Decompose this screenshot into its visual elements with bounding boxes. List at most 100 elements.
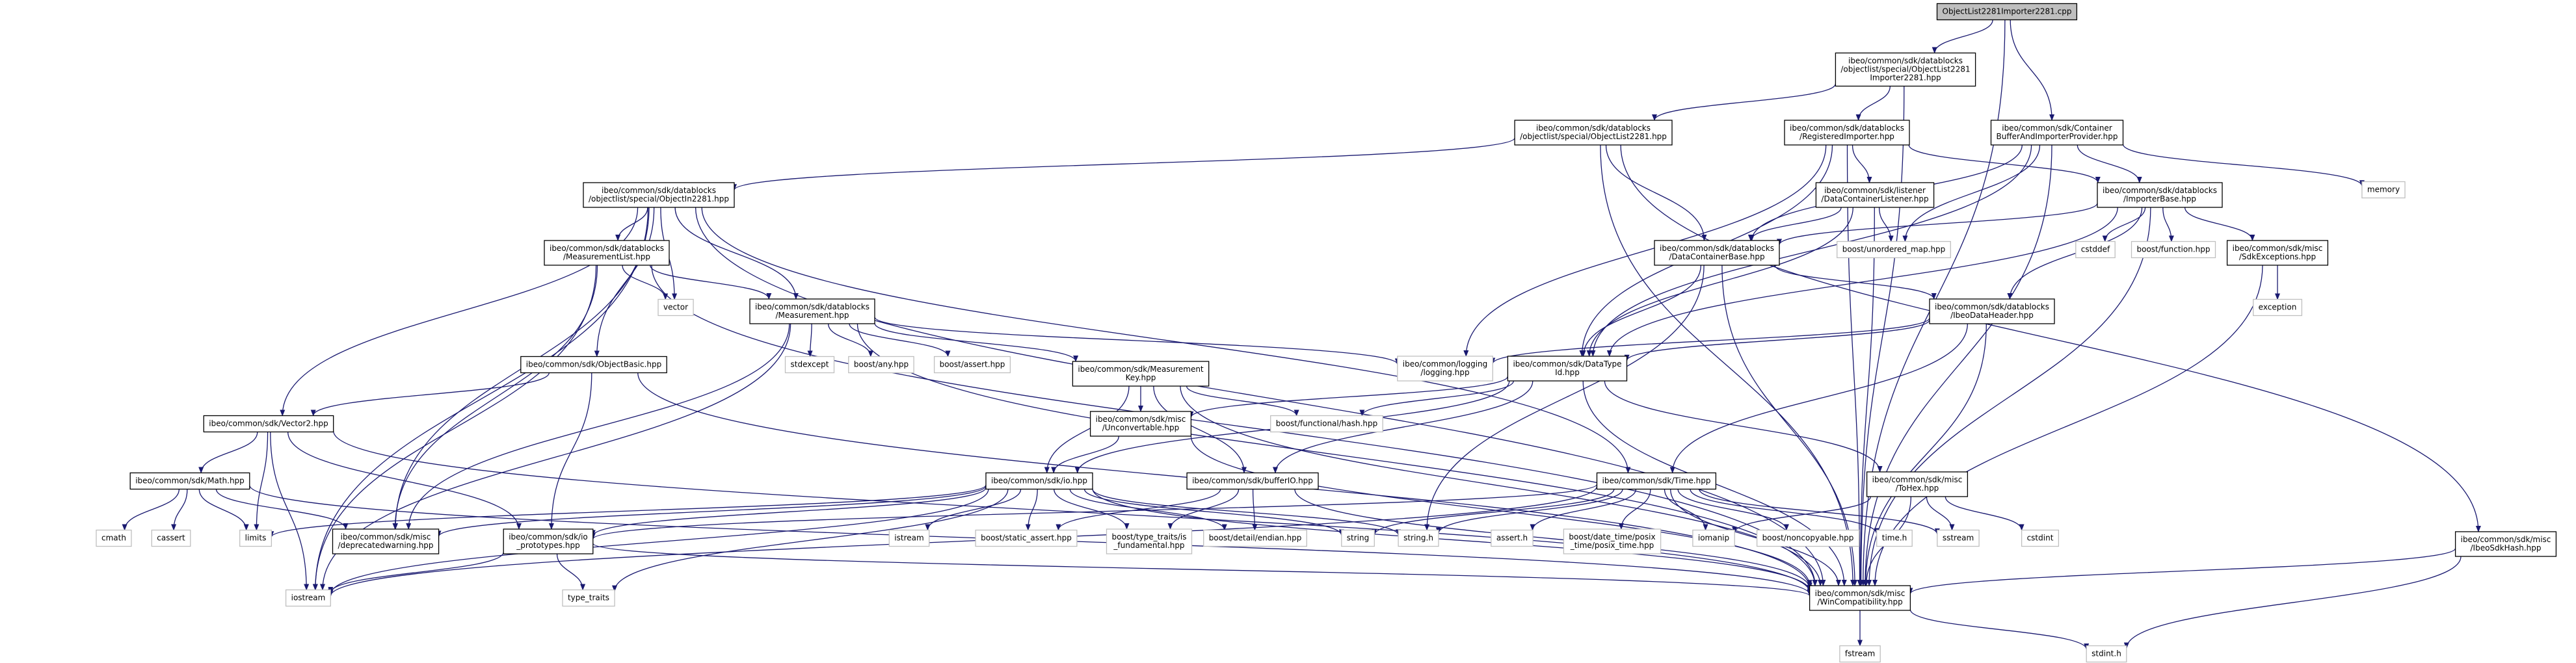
edge-objectin2281-to-measurementlist bbox=[615, 207, 648, 241]
edge-unconvertable-to-iohpp bbox=[1051, 436, 1119, 474]
node-containerbuffer[interactable]: ibeo/common/sdk/ContainerBufferAndImport… bbox=[1990, 120, 2124, 146]
edge-timehpp-to-iomanip bbox=[1664, 489, 1708, 531]
edge-importerbase-to-cstddef bbox=[2102, 207, 2146, 242]
node-importer2281[interactable]: ibeo/common/sdk/datablocks/objectlist/sp… bbox=[1835, 52, 1976, 87]
edge-datatypeid-to-tohex bbox=[1604, 380, 1883, 473]
edge-objectlist2281-to-objectin2281 bbox=[732, 137, 1515, 191]
node-deprecatedwarning[interactable]: ibeo/common/sdk/misc/deprecatedwarning.h… bbox=[332, 528, 440, 554]
node-box bbox=[285, 589, 331, 607]
node-objectin2281[interactable]: ibeo/common/sdk/datablocks/objectlist/sp… bbox=[583, 182, 735, 208]
edge-mathhpp-to-limits bbox=[198, 489, 249, 531]
edge-measurement-to-stdexcept bbox=[807, 323, 813, 358]
node-measurement[interactable]: ibeo/common/sdk/datablocks/Measurement.h… bbox=[749, 298, 875, 324]
node-root[interactable]: ObjectList2281Importer2281.cpp bbox=[1936, 3, 2078, 21]
node-cassert: cassert bbox=[151, 529, 191, 547]
edge-ioprototypes-to-wincompat bbox=[592, 543, 1812, 597]
node-datacontainerlistener[interactable]: ibeo/common/sdk/listener/DataContainerLi… bbox=[1815, 182, 1935, 208]
node-ibeodataheader[interactable]: ibeo/common/sdk/datablocks/IbeoDataHeade… bbox=[1929, 298, 2055, 324]
node-box bbox=[1929, 298, 2055, 324]
node-label: boost/assert.hpp bbox=[940, 360, 1005, 369]
node-timehpp[interactable]: ibeo/common/sdk/Time.hpp bbox=[1596, 472, 1717, 490]
node-label: /logging.hpp bbox=[1420, 368, 1469, 377]
node-importerbase[interactable]: ibeo/common/sdk/datablocks/ImporterBase.… bbox=[2097, 182, 2223, 208]
node-ibeosdkhash[interactable]: ibeo/common/sdk/misc/IbeoSdkHash.hpp bbox=[2454, 531, 2557, 557]
node-label: /DataContainerListener.hpp bbox=[1821, 194, 1928, 203]
node-label: ibeo/common/sdk/datablocks bbox=[1848, 57, 1963, 66]
node-tohex[interactable]: ibeo/common/sdk/misc/ToHex.hpp bbox=[1866, 471, 1969, 497]
node-label: /Measurement.hpp bbox=[775, 311, 849, 320]
edge-timehpp-to-timeh bbox=[1690, 489, 1879, 535]
node-limits: limits bbox=[239, 529, 272, 547]
node-bufferio[interactable]: ibeo/common/sdk/bufferIO.hpp bbox=[1186, 472, 1319, 490]
edge-bufferio-to-wincompat bbox=[1294, 489, 1812, 590]
edge-importer2281-to-objectlist2281 bbox=[1652, 83, 1837, 121]
node-typetraits: type_traits bbox=[562, 589, 615, 607]
edge-wincompat-to-stdinth bbox=[1909, 609, 2090, 650]
node-label: limits bbox=[245, 534, 267, 543]
node-objectlist2281[interactable]: ibeo/common/sdk/datablocks/objectlist/sp… bbox=[1514, 120, 1673, 146]
node-sdkexceptions[interactable]: ibeo/common/sdk/misc/SdkExceptions.hpp bbox=[2226, 240, 2329, 266]
edge-iohpp-to-stringh bbox=[1092, 489, 1401, 536]
edge-vector2-to-ioprototypes bbox=[287, 432, 522, 530]
node-unconvertable[interactable]: ibeo/common/sdk/misc/Unconvertable.hpp bbox=[1089, 411, 1192, 437]
node-label: _fundamental.hpp bbox=[1113, 541, 1184, 550]
edge-mathhpp-to-cmath bbox=[122, 489, 180, 531]
node-label: ibeo/common/sdk/misc bbox=[1096, 415, 1186, 424]
node-label: /Unconvertable.hpp bbox=[1102, 423, 1179, 432]
node-box bbox=[1089, 411, 1192, 437]
node-registeredimporter[interactable]: ibeo/common/sdk/datablocks/RegisteredImp… bbox=[1784, 120, 1910, 146]
node-vector: vector bbox=[657, 298, 694, 317]
node-ioprototypes[interactable]: ibeo/common/sdk/io_prototypes.hpp bbox=[503, 528, 594, 554]
node-label: Importer2281.hpp bbox=[1870, 73, 1941, 83]
edge-iohpp-to-limits bbox=[269, 484, 987, 538]
edge-datacontainerbase-to-datatypeid bbox=[1580, 265, 1702, 357]
edge-measurementlist-to-wincompat bbox=[651, 265, 1818, 586]
node-label: istream bbox=[894, 534, 923, 543]
node-box bbox=[151, 529, 191, 547]
edge-objectbasic-to-ioprototypes bbox=[548, 372, 592, 530]
edge-ibeodataheader-to-datatypeid bbox=[1624, 319, 1930, 361]
node-box bbox=[1507, 356, 1628, 382]
node-label: assert.h bbox=[1496, 534, 1528, 543]
node-staticassert: boost/static_assert.hpp bbox=[975, 529, 1078, 547]
node-cmath: cmath bbox=[96, 529, 132, 547]
node-label: Id.hpp bbox=[1555, 368, 1580, 377]
edge-objectlist2281-to-ibeosdkhash bbox=[1620, 144, 2481, 532]
node-box bbox=[2253, 298, 2303, 317]
node-box bbox=[749, 298, 875, 324]
node-label: ibeo/common/sdk/io bbox=[509, 532, 588, 541]
edge-objectin2281-to-measurement bbox=[674, 207, 799, 300]
edge-vector2-to-mathhpp bbox=[198, 432, 258, 474]
node-datacontainerbase[interactable]: ibeo/common/sdk/datablocks/DataContainer… bbox=[1654, 240, 1780, 266]
node-box bbox=[562, 589, 615, 607]
edge-root-to-containerbuffer bbox=[2010, 20, 2055, 121]
node-iostream: iostream bbox=[285, 589, 331, 607]
edge-objectbasic-to-vector2 bbox=[310, 372, 550, 417]
node-label: ibeo/common/sdk/Measurement bbox=[1078, 365, 1204, 374]
node-box bbox=[1784, 120, 1910, 146]
edge-measurementlist-to-vector bbox=[622, 265, 669, 300]
edge-measurement-to-boostassert bbox=[849, 323, 951, 358]
node-sstream: sstream bbox=[1937, 529, 1980, 547]
node-vector2[interactable]: ibeo/common/sdk/Vector2.hpp bbox=[203, 415, 334, 433]
edge-timehpp-to-asserth bbox=[1530, 489, 1637, 531]
node-noncopyable: boost/noncopyable.hpp bbox=[1756, 529, 1860, 547]
node-label: ibeo/common/sdk/misc bbox=[1872, 475, 1963, 484]
node-label: boost/any.hpp bbox=[854, 360, 909, 369]
node-measurementlist[interactable]: ibeo/common/sdk/datablocks/MeasurementLi… bbox=[544, 240, 670, 266]
edge-objectin2281-to-timehpp bbox=[701, 207, 1631, 474]
edge-registeredimporter-to-importerbase bbox=[1908, 144, 2101, 183]
node-box bbox=[2454, 531, 2557, 557]
edge-measurement-to-logging bbox=[874, 317, 1400, 365]
node-stdexcept: stdexcept bbox=[784, 356, 835, 374]
node-mathhpp[interactable]: ibeo/common/sdk/Math.hpp bbox=[129, 472, 250, 490]
node-string: string bbox=[1341, 529, 1375, 547]
edge-vector2-to-iostream bbox=[270, 432, 310, 591]
node-wincompat[interactable]: ibeo/common/sdk/misc/WinCompatibility.hp… bbox=[1809, 585, 1911, 611]
node-box bbox=[544, 240, 670, 266]
node-iohpp[interactable]: ibeo/common/sdk/io.hpp bbox=[985, 472, 1093, 490]
node-objectbasic[interactable]: ibeo/common/sdk/ObjectBasic.hpp bbox=[520, 356, 667, 374]
edge-iohpp-to-endian bbox=[1069, 489, 1227, 531]
